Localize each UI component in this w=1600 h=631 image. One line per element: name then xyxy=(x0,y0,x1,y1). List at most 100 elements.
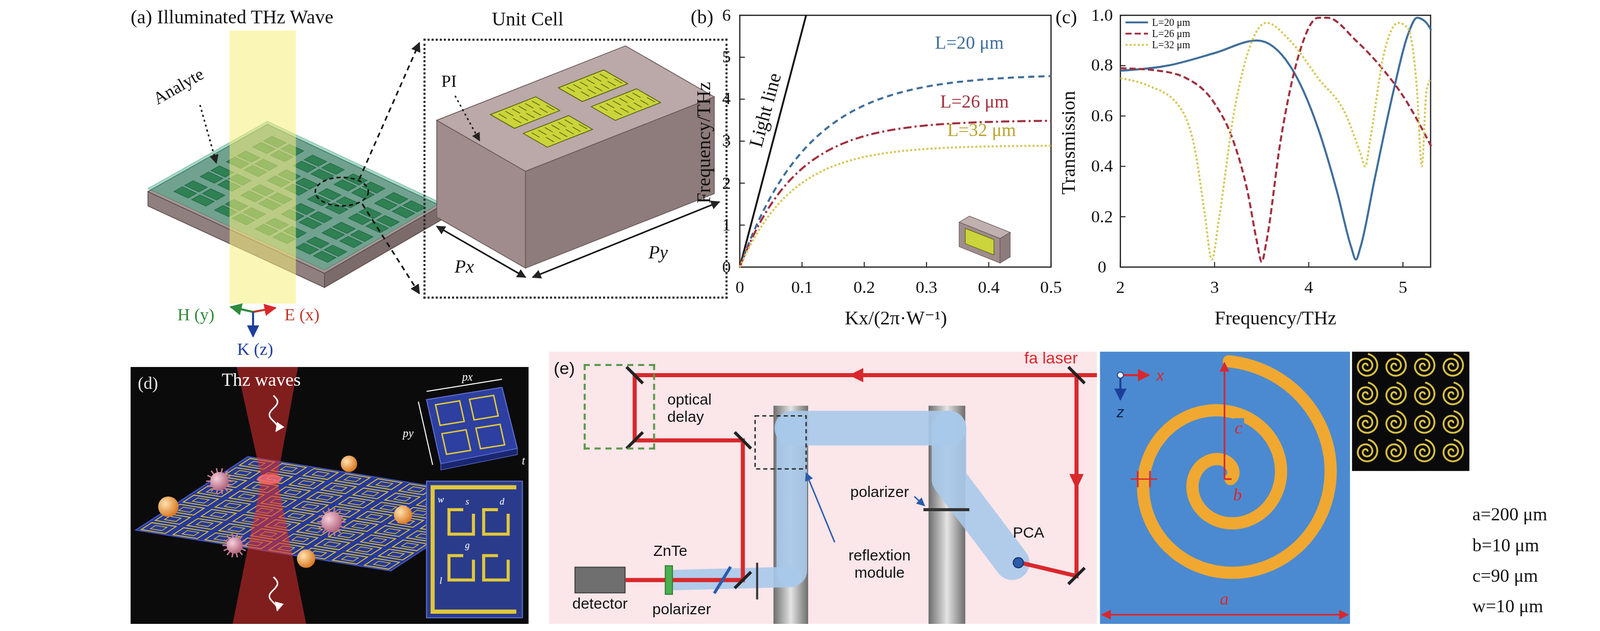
curve-label: L=26 μm xyxy=(940,91,1009,113)
srr xyxy=(394,496,411,502)
comb-finger xyxy=(600,83,610,89)
srr xyxy=(238,494,255,500)
srr xyxy=(321,483,357,494)
light-line xyxy=(739,15,807,268)
comb-finger xyxy=(627,105,636,111)
tick xyxy=(1120,115,1126,117)
beam-focus xyxy=(257,474,282,485)
inset-resonator xyxy=(965,228,994,255)
mirror xyxy=(734,432,751,449)
panel-b xyxy=(739,15,1051,268)
axis-origin xyxy=(1117,372,1124,379)
srr xyxy=(342,520,378,532)
micro-spiral xyxy=(1443,382,1463,405)
panel-letter: (c) xyxy=(1055,6,1077,29)
block-top xyxy=(436,45,715,172)
tick xyxy=(739,56,745,58)
micro-spiral xyxy=(1443,439,1463,462)
srr xyxy=(298,481,315,487)
srr xyxy=(360,535,396,547)
srr xyxy=(141,523,177,534)
beam-label: Thz waves xyxy=(221,369,301,392)
srr xyxy=(355,547,373,553)
node-label: detector xyxy=(572,594,628,613)
tick xyxy=(1050,262,1052,268)
transmission-curve xyxy=(1120,17,1432,260)
srr xyxy=(384,528,401,534)
comb-finger xyxy=(587,89,596,94)
tick xyxy=(1120,266,1126,268)
srr xyxy=(362,491,379,497)
srr xyxy=(280,466,298,472)
part-label: Analyte xyxy=(149,64,208,110)
particle xyxy=(393,505,412,525)
srr xyxy=(164,516,182,522)
srr xyxy=(288,513,305,519)
srr xyxy=(306,492,342,503)
thz-path xyxy=(791,410,949,446)
dimension-label: d xyxy=(498,496,506,508)
srr xyxy=(196,521,214,527)
tick-label: 1 xyxy=(722,215,731,236)
comb-finger xyxy=(572,126,581,132)
micro-spiral xyxy=(1415,411,1435,434)
tick-label: 4 xyxy=(1304,277,1314,298)
axis-arrow xyxy=(230,306,253,312)
comb-finger xyxy=(580,81,589,87)
leader-arrow xyxy=(806,473,835,543)
tick-label: 3 xyxy=(722,131,731,151)
dimension-arrow xyxy=(1224,478,1232,480)
parameter-value: a=200 μm xyxy=(1472,504,1548,526)
comb-finger xyxy=(545,127,554,133)
panel-spiral xyxy=(1100,352,1470,625)
comb-finger xyxy=(551,124,560,130)
dimension-label: w xyxy=(436,494,445,506)
tick xyxy=(1120,14,1126,16)
micro-spiral xyxy=(1415,354,1435,376)
tick xyxy=(801,262,803,268)
micro-spiral xyxy=(1415,439,1435,462)
beam-arrow xyxy=(1069,474,1084,490)
tick xyxy=(739,224,745,226)
leader-arrow xyxy=(455,96,480,141)
comb-finger xyxy=(614,78,623,84)
dimension-arrow xyxy=(1223,363,1226,480)
srr xyxy=(234,470,252,476)
srr xyxy=(292,536,309,542)
micro-spiral xyxy=(1415,382,1435,405)
srr xyxy=(475,424,505,450)
comb-finger xyxy=(559,132,568,137)
legend-sample xyxy=(1125,44,1148,47)
dimension-arrow xyxy=(436,226,526,278)
micro-spiral xyxy=(1443,354,1463,376)
srr xyxy=(392,540,428,552)
zoom-arrow xyxy=(359,42,420,180)
component-label: ZnTe xyxy=(653,541,688,560)
srr xyxy=(353,488,389,499)
srr xyxy=(314,539,350,551)
comb-finger xyxy=(546,137,555,143)
srr xyxy=(411,510,429,516)
tick-label: 2 xyxy=(722,173,731,194)
srr xyxy=(356,511,392,523)
srr xyxy=(173,528,209,539)
micrograph xyxy=(1352,352,1470,472)
wave-arrow xyxy=(269,577,278,612)
srr xyxy=(186,518,222,530)
node-label: optical delay xyxy=(667,390,731,426)
tick-label: 0 xyxy=(735,277,745,298)
legend-entry: L=20 μm xyxy=(1152,16,1191,29)
srr xyxy=(374,526,410,537)
mirror xyxy=(1068,367,1085,384)
tick-label: 0 xyxy=(1097,257,1107,277)
comb-finger xyxy=(632,92,641,98)
comb-finger xyxy=(640,100,649,105)
tick-label: 0.8 xyxy=(1091,55,1113,76)
tick-label: 5 xyxy=(722,47,731,68)
zoom-arrow xyxy=(362,204,420,295)
mirror xyxy=(626,432,643,449)
tick-label: 5 xyxy=(1398,277,1407,298)
dimension-label: l xyxy=(438,576,443,587)
axis-label: K (z) xyxy=(237,339,274,360)
srr xyxy=(344,476,362,483)
